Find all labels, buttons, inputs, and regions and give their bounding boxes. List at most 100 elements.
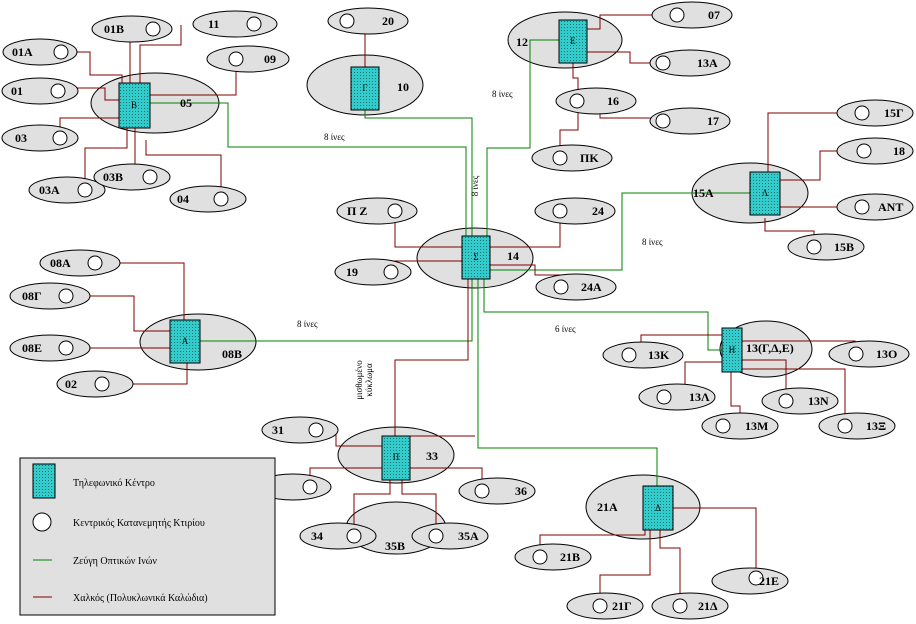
node-13O-label: 13Ο [876,347,897,361]
node-01A-label: 01Α [12,45,33,59]
node-PZ-label: Π Ζ [347,204,367,218]
node-10-label: 10 [397,80,409,94]
node-03-label: 03 [15,131,27,145]
exchange-Pi[interactable]: Π [381,435,411,481]
node-03[interactable]: 03 [1,124,79,152]
node-03A[interactable]: 03Α [28,176,106,204]
node-08A-label: 08Α [50,256,71,270]
node-13N[interactable]: 13Ν [761,387,839,415]
copper-15G [767,112,862,177]
node-17[interactable]: 17 [649,107,731,135]
node-02[interactable]: 02 [56,370,134,398]
node-11[interactable]: 11 [192,10,278,38]
node-18[interactable]: 18 [836,137,914,165]
node-24A[interactable]: 24Α [535,273,617,301]
node-PZ[interactable]: Π Ζ [336,197,418,225]
node-15G[interactable]: 15Γ [836,99,914,127]
node-08G[interactable]: 08Γ [9,282,91,310]
exchange-Eta[interactable]: Η [721,327,743,373]
node-21E[interactable]: 21Ε [711,567,789,595]
node-24A-label: 24Α [581,280,602,294]
exchanges: Β Γ Ε Λ Σ Α Η Π [118,19,781,531]
link-label-G-Sigma: 8 ίνες [470,175,480,196]
node-ANT-label: ΑΝΤ [878,200,903,214]
copper-11 [139,25,182,83]
node-01B-label: 01Β [104,22,124,36]
copper-21G [599,530,651,606]
node-24[interactable]: 24 [534,197,616,225]
node-13L[interactable]: 13Λ [638,383,716,411]
fiber-link-A-Sigma [184,270,473,342]
node-05-label: 05 [180,96,192,110]
exchange-Delta[interactable]: Δ [642,485,674,531]
node-16[interactable]: 16 [555,87,637,115]
exchange-A[interactable]: Α [169,319,201,364]
exchange-E[interactable]: Ε [558,19,588,64]
node-13A[interactable]: 13Α [649,49,731,77]
node-01B[interactable]: 01Β [91,15,173,43]
node-13K[interactable]: 13Κ [602,341,684,369]
node-24-label: 24 [592,204,604,218]
node-03B[interactable]: 03Β [93,163,171,191]
node-ANT[interactable]: ΑΝΤ [836,193,914,221]
node-34[interactable]: 34 [299,522,377,550]
node-08E-label: 08Ε [22,341,42,355]
node-36-label: 36 [515,484,527,498]
node-08B-label: 08Β [222,347,242,361]
fiber-link-Sigma-Delta [477,270,658,488]
legend-copper-label: Χαλκός (Πολυκλωνικά Καλώδια) [73,593,208,604]
node-08G-label: 08Γ [22,289,42,303]
node-11-label: 11 [208,17,219,31]
node-15B-label: 15Β [834,240,854,254]
node-36[interactable]: 36 [458,477,536,505]
exchange-Sigma[interactable]: Σ [461,235,491,280]
node-07-label: 07 [708,8,720,22]
exchange-Eta-label: Η [729,345,736,355]
node-13M[interactable]: 13Μ [701,412,779,440]
node-21D-label: 21Δ [698,599,718,613]
node-09[interactable]: 09 [206,45,290,73]
exchange-B-label: Β [131,100,137,110]
node-15B[interactable]: 15Β [787,233,865,261]
fiber-link-Sigma-Eta [483,270,730,351]
node-17-label: 17 [707,114,719,128]
node-21G[interactable]: 21Γ [566,592,644,620]
copper-03A [84,128,128,180]
node-PK[interactable]: ΠΚ [531,144,613,172]
fiber-link-E-Sigma [486,39,573,245]
link-label-B-Sigma: 8 ίνες [324,132,345,142]
node-20[interactable]: 20 [327,7,409,35]
exchange-Lambda[interactable]: Λ [749,171,781,216]
node-01A[interactable]: 01Α [2,38,78,66]
exchange-G[interactable]: Γ [350,66,380,111]
node-08A[interactable]: 08Α [39,249,121,277]
copper-leased-circuit [394,270,469,438]
node-35A-label: 35Α [458,529,479,543]
node-19[interactable]: 19 [334,258,412,286]
node-01-label: 01 [11,84,23,98]
link-label-Sigma-Lambda: 8 ίνες [642,237,663,247]
legend-exchange-label: Τηλεφωνικό Κέντρο [73,478,155,489]
node-01[interactable]: 01 [1,77,79,105]
exchange-Sigma-label: Σ [473,252,478,262]
node-21D[interactable]: 21Δ [651,592,729,620]
legend-exchange-symbol [32,463,56,499]
fiber-link-Sigma-Lambda [490,192,764,271]
node-31[interactable]: 31 [261,416,339,444]
node-04[interactable]: 04 [169,185,247,213]
node-33-label: 33 [426,449,438,463]
exchange-A-label: Α [182,336,189,346]
node-15G-label: 15Γ [884,106,904,120]
node-21B[interactable]: 21Β [514,543,592,571]
node-20-label: 20 [382,14,394,28]
node-13X[interactable]: 13Ξ [818,412,896,440]
node-08E[interactable]: 08Ε [9,334,91,362]
node-35A[interactable]: 35Α [411,522,489,550]
node-13K-label: 13Κ [648,348,670,362]
node-13O[interactable]: 13Ο [828,340,910,368]
exchange-B[interactable]: Β [118,82,151,129]
node-07[interactable]: 07 [651,1,733,29]
node-14-label: 14 [507,249,519,263]
copper-13N [742,359,787,401]
legend-box [19,457,276,616]
